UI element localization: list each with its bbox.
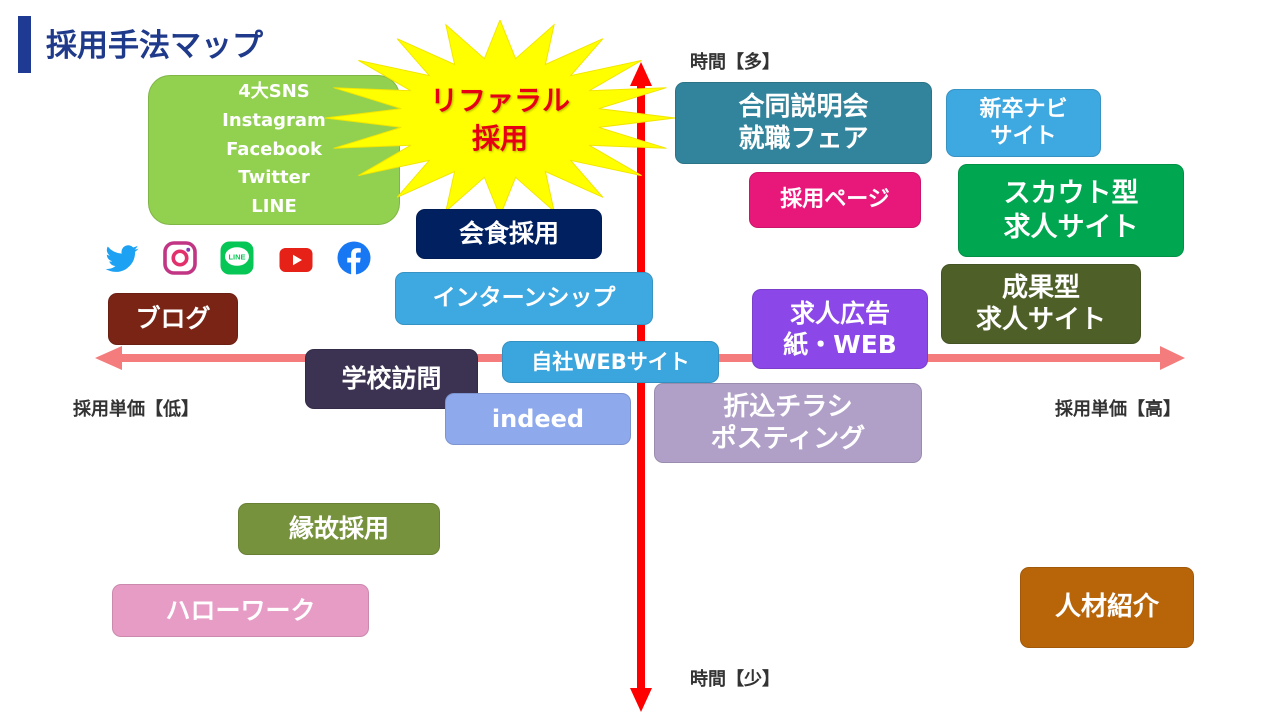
method-label: 折込チラシ bbox=[723, 391, 853, 422]
method-label: 求人サイト bbox=[975, 305, 1106, 335]
method-label: 就職フェア bbox=[738, 124, 869, 154]
method-recruit-page: 採用ページ bbox=[749, 172, 921, 228]
method-agency: 人材紹介 bbox=[1020, 567, 1194, 648]
method-connection: 縁故採用 bbox=[238, 503, 440, 555]
page-title: 採用手法マップ bbox=[46, 28, 263, 64]
method-indeed: indeed bbox=[445, 393, 631, 445]
method-label: 紙・WEB bbox=[783, 330, 897, 359]
twitter-icon bbox=[105, 245, 139, 272]
axis-label-cost-low: 採用単価【低】 bbox=[73, 399, 199, 420]
sns-line: 4大SNS bbox=[238, 81, 310, 102]
method-label: 学校訪問 bbox=[341, 364, 442, 394]
axis-label-time-low: 時間【少】 bbox=[690, 669, 780, 690]
method-kaishoku: 会食採用 bbox=[416, 209, 602, 259]
method-job-ads: 求人広告紙・WEB bbox=[752, 289, 928, 369]
method-label: 縁故採用 bbox=[288, 514, 389, 544]
axis-label-cost-high: 採用単価【高】 bbox=[1055, 399, 1181, 420]
method-label: indeed bbox=[491, 405, 585, 433]
sns-line: LINE bbox=[251, 196, 297, 218]
method-label: 自社WEBサイト bbox=[531, 349, 690, 374]
referral-label: リファラル 採用 bbox=[400, 82, 600, 158]
method-hello-work: ハローワーク bbox=[112, 584, 369, 637]
referral-line: リファラル bbox=[429, 84, 570, 117]
youtube-icon bbox=[279, 248, 313, 272]
sns-line: Twitter bbox=[238, 167, 310, 189]
method-label: インターンシップ bbox=[432, 285, 616, 312]
method-own-website: 自社WEBサイト bbox=[502, 341, 719, 383]
axis-label-time-high: 時間【多】 bbox=[690, 52, 780, 73]
method-school-visit: 学校訪問 bbox=[305, 349, 478, 409]
method-joint-briefing: 合同説明会就職フェア bbox=[675, 82, 932, 164]
sns-box: 4大SNS Instagram Facebook Twitter LINE bbox=[148, 75, 400, 225]
title-bar-accent bbox=[18, 16, 31, 73]
method-label: 会食採用 bbox=[458, 219, 559, 249]
method-internship: インターンシップ bbox=[395, 272, 653, 325]
method-label: ハローワーク bbox=[165, 595, 316, 625]
referral-line: 採用 bbox=[471, 121, 528, 155]
method-scout-site: スカウト型求人サイト bbox=[958, 164, 1184, 257]
method-performance-site: 成果型求人サイト bbox=[941, 264, 1141, 344]
method-label: ブログ bbox=[135, 304, 211, 334]
facebook-icon bbox=[337, 241, 371, 275]
line-icon: LINE bbox=[220, 241, 254, 275]
method-label: サイト bbox=[990, 124, 1057, 149]
sns-line: Facebook bbox=[226, 138, 322, 160]
method-new-grad-navi: 新卒ナビサイト bbox=[946, 89, 1101, 157]
method-flyer: 折込チラシポスティング bbox=[654, 383, 922, 463]
method-label: 新卒ナビ bbox=[979, 96, 1068, 122]
svg-text:LINE: LINE bbox=[228, 253, 245, 262]
method-label: ポスティング bbox=[710, 424, 866, 454]
vertical-axis-arrow bbox=[630, 62, 652, 712]
sns-line: Instagram bbox=[222, 109, 326, 131]
method-label: 人材紹介 bbox=[1054, 592, 1159, 623]
method-blog: ブログ bbox=[108, 293, 238, 345]
method-label: 求人サイト bbox=[1003, 211, 1139, 243]
method-label: 求人広告 bbox=[789, 298, 890, 328]
method-label: 採用ページ bbox=[780, 187, 890, 213]
instagram-icon bbox=[163, 241, 197, 275]
method-label: スカウト型 bbox=[1003, 177, 1139, 209]
method-label: 成果型 bbox=[1001, 272, 1080, 303]
method-label: 合同説明会 bbox=[738, 91, 869, 122]
